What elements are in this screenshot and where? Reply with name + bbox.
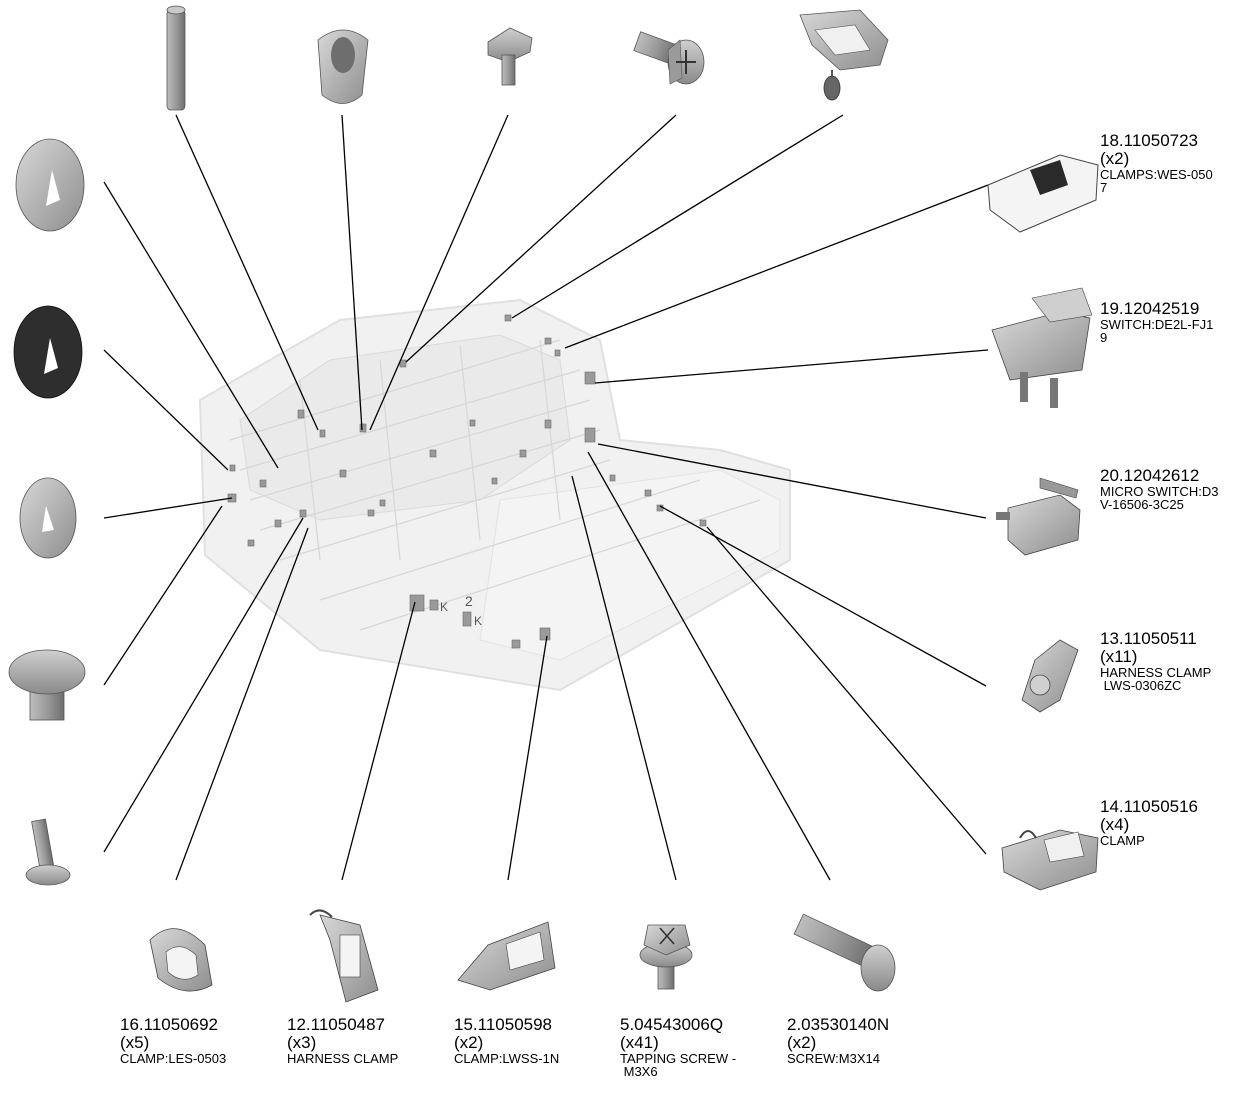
screw-m3x14-part <box>793 913 896 992</box>
clamp-lwss-part <box>457 921 556 991</box>
washer-light-part <box>15 138 85 232</box>
clamp-wes-part <box>987 154 1099 233</box>
part-number: 13.11050511 <box>1100 629 1197 648</box>
part-description-cont: 7 <box>1100 180 1108 196</box>
part-number: 2.03530140N <box>787 1015 890 1034</box>
part-description-cont: V-16506-3C25 <box>1100 497 1184 513</box>
machine-assembly: K 2 K <box>198 298 791 692</box>
harness-clamp-12-part <box>309 909 379 1003</box>
part-quantity: (x2) <box>454 1032 484 1052</box>
machine-mark-a: K <box>440 600 448 614</box>
switch-de2l-part <box>991 287 1093 408</box>
label-part-16: 16.11050692 (x5) CLAMP:LES-0503 <box>120 1016 226 1065</box>
clamp-les-part <box>149 928 213 992</box>
part-number: 20.12042612 <box>1100 467 1200 485</box>
part-number: 5.04543006Q <box>620 1015 724 1034</box>
tapping-screw-part <box>639 924 693 990</box>
part-description: HARNESS CLAMP <box>287 1050 399 1066</box>
label-part-15: 15.11050598 (x2) CLAMP:LWSS-1N <box>454 1016 559 1065</box>
flange-bolt-part <box>487 27 533 86</box>
label-part-19: 19.12042519 SWITCH:DE2L-FJ1 9 <box>1100 300 1213 345</box>
part-description: CLAMP:LES-0503 <box>120 1050 227 1066</box>
label-part-20: 20.12042612 MICRO SWITCH:D3 V-16506-3C25 <box>1100 467 1246 512</box>
part-number: 14.11050516 <box>1100 797 1199 816</box>
machine-mark-b: 2 <box>465 593 473 609</box>
switch-bracket-part <box>799 9 889 101</box>
part-description-cont: 9 <box>1100 330 1108 346</box>
part-quantity: (x4) <box>1100 814 1130 834</box>
part-description: SWITCH:DE2L-FJ1 <box>1100 316 1214 332</box>
knob-part <box>8 649 86 721</box>
bushing-part <box>317 29 369 104</box>
part-number: 18.11050723 <box>1100 131 1199 150</box>
part-description: MICRO SWITCH:D3 <box>1100 483 1219 499</box>
machine-mark-c: K <box>474 614 482 628</box>
part-description: CLAMPS:WES-050 <box>1100 166 1213 182</box>
part-description: CLAMP <box>1100 832 1145 848</box>
part-description: HARNESS CLAMP <box>1100 664 1212 680</box>
label-part-2: 2.03530140N (x2) SCREW:M3X14 <box>787 1016 889 1065</box>
label-part-12: 12.11050487 (x3) HARNESS CLAMP <box>287 1016 398 1065</box>
part-description: TAPPING SCREW - <box>620 1050 737 1066</box>
part-number: 12.11050487 <box>287 1015 386 1034</box>
label-part-14: 14.11050516 (x4) CLAMP <box>1100 798 1198 847</box>
label-part-13: 13.11050511 (x11) HARNESS CLAMP LWS-0306… <box>1100 630 1211 693</box>
harness-clamp-lws-part <box>1021 639 1079 713</box>
part-quantity: (x11) <box>1100 646 1138 666</box>
part-quantity: (x41) <box>620 1032 659 1052</box>
part-description: SCREW:M3X14 <box>787 1050 880 1066</box>
part-description-cont: LWS-0306ZC <box>1100 678 1182 694</box>
part-number: 16.11050692 <box>120 1015 219 1034</box>
washer-small-part <box>19 477 77 559</box>
part-quantity: (x2) <box>787 1032 817 1052</box>
part-number: 19.12042519 <box>1100 299 1200 318</box>
phillips-screw-part <box>633 31 705 85</box>
stud-bolt-part <box>25 818 71 886</box>
part-description: CLAMP:LWSS-1N <box>454 1050 560 1066</box>
part-number: 15.11050598 <box>454 1015 553 1034</box>
label-part-18: 18.11050723 (x2) CLAMPS:WES-050 7 <box>1100 132 1213 195</box>
label-part-5: 5.04543006Q (x41) TAPPING SCREW - M3X6 <box>620 1016 736 1079</box>
clamp-14-part <box>1001 829 1099 891</box>
washer-dark-part <box>13 305 83 399</box>
rod-pin-part <box>166 5 186 111</box>
part-quantity: (x3) <box>287 1032 317 1052</box>
leader-lines <box>103 114 989 881</box>
part-description-cont: M3X6 <box>620 1064 658 1080</box>
part-quantity: (x2) <box>1100 148 1130 168</box>
part-quantity: (x5) <box>120 1032 150 1052</box>
micro-switch-part <box>996 477 1081 556</box>
